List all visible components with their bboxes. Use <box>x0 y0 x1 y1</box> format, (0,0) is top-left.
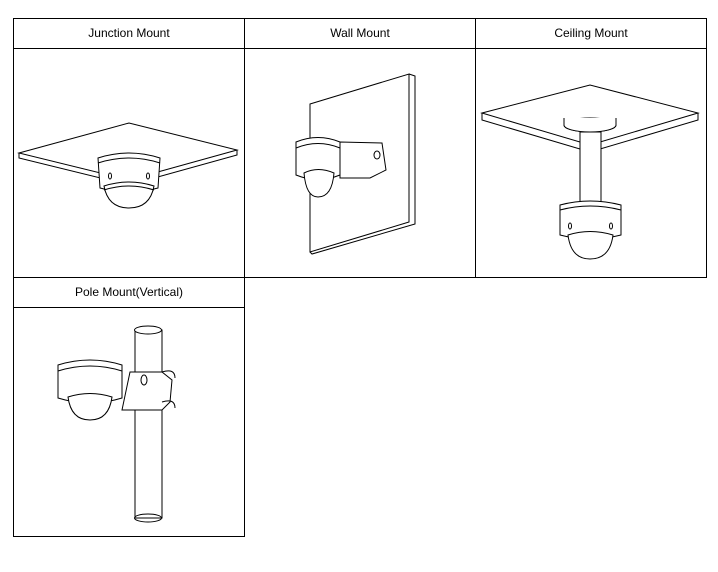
ceiling-mount-icon <box>480 84 700 260</box>
cell-pole-mount <box>13 307 245 537</box>
wall-mount-icon <box>295 73 416 255</box>
pole-mount-icon <box>57 325 176 523</box>
cell-ceiling-mount <box>475 48 707 278</box>
junction-mount-icon <box>17 122 239 209</box>
